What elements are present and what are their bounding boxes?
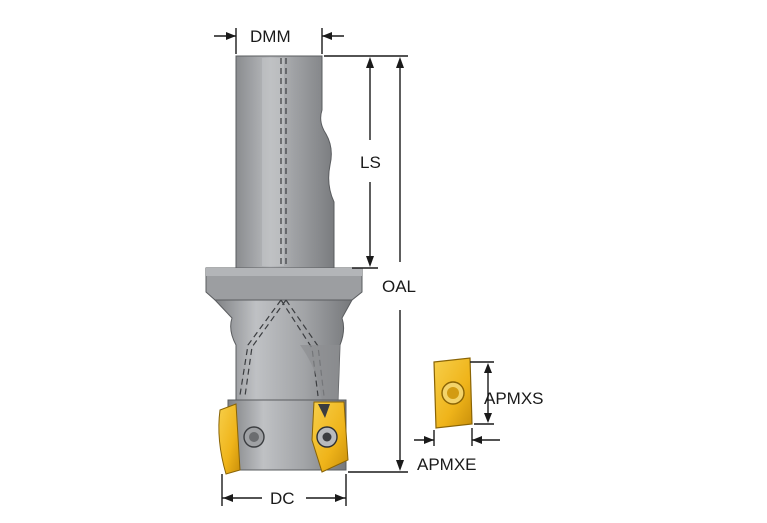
dim-dmm: DMM: [214, 27, 344, 54]
oal-label: OAL: [382, 277, 416, 296]
insert-detail: [433, 357, 473, 429]
apmxs-label: APMXS: [484, 389, 544, 408]
left-insert: [218, 403, 241, 475]
dim-apmxs: APMXS: [470, 361, 544, 425]
dc-label: DC: [270, 489, 295, 508]
dim-dc: DC: [221, 474, 347, 508]
dim-apmxe: APMXE: [414, 428, 500, 474]
dmm-label: DMM: [250, 27, 291, 46]
ls-label: LS: [360, 153, 381, 172]
dim-oal: OAL: [382, 57, 416, 471]
apmxe-label: APMXE: [417, 455, 477, 474]
dim-ls: LS: [360, 57, 381, 267]
shank: [235, 55, 335, 269]
right-insert: [311, 401, 349, 473]
